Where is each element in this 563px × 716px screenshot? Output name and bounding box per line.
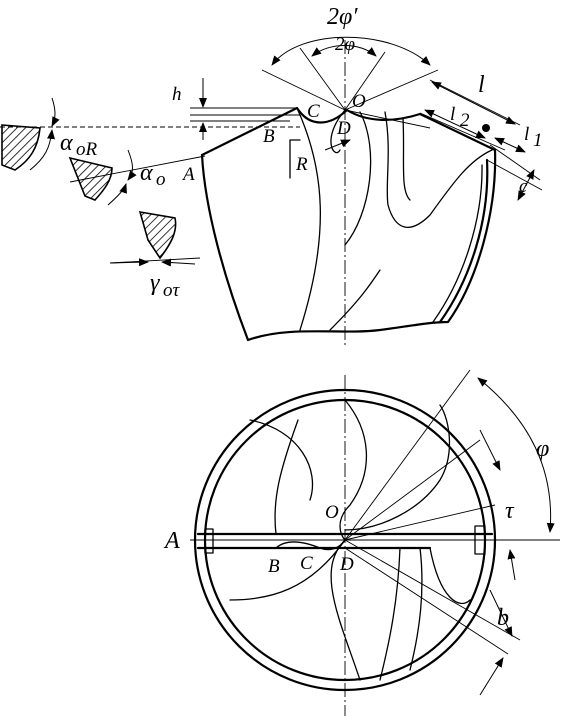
label-phi: φ <box>536 436 549 462</box>
end-flute-8 <box>429 547 471 605</box>
flute-curve-4 <box>402 117 411 201</box>
tau-arrow-2 <box>507 549 516 581</box>
web-notch-left <box>204 528 214 554</box>
label-l2-sub: 2 <box>460 110 470 131</box>
label-alpha-o-sub: o <box>156 169 166 190</box>
label-alpha-oR: α <box>60 130 73 156</box>
label-C-top: C <box>307 101 320 122</box>
label-l2: l <box>450 104 455 125</box>
label-A-bottom: A <box>163 528 180 554</box>
l2-dim <box>424 109 486 139</box>
label-2phi: 2φ <box>335 34 355 55</box>
arc-alpha-o <box>127 149 137 181</box>
c-dim <box>517 169 535 201</box>
label-l1: l <box>524 124 529 145</box>
gamma-arrow-2 <box>161 258 196 267</box>
l-dot <box>482 124 490 132</box>
end-flute-3 <box>249 419 314 501</box>
label-h: h <box>172 84 182 105</box>
label-A-top: A <box>181 164 195 185</box>
label-gamma-sub: oτ <box>163 280 181 301</box>
label-C-bottom: C <box>300 553 313 574</box>
end-flute-2 <box>339 399 367 541</box>
o-line <box>344 439 481 541</box>
label-alpha-o: α <box>140 160 153 186</box>
label-O-bottom: O <box>325 502 339 523</box>
l1-dim <box>494 137 526 153</box>
section-alpha-oR <box>1 124 41 171</box>
arc-alpha-o-2 <box>107 183 127 206</box>
label-b: b <box>497 605 509 631</box>
margin-land-inner <box>432 164 483 323</box>
label-R: R <box>295 154 308 175</box>
arc-alpha-oR <box>51 97 60 127</box>
label-D-top: D <box>336 118 351 139</box>
label-B-bottom: B <box>268 556 280 577</box>
side-view: 2φ′ 2φ h C O B D A R l l 2 l 1 c α oR α … <box>0 4 543 345</box>
tau-arrow-1 <box>479 429 501 471</box>
end-flute-6 <box>379 547 401 681</box>
section-gamma <box>138 210 177 260</box>
margin-land <box>438 158 489 324</box>
b-line-1 <box>344 539 521 641</box>
label-B-top: B <box>263 126 275 147</box>
label-D-bottom: D <box>339 554 354 575</box>
label-2phi-prime: 2φ′ <box>327 4 358 30</box>
label-l1-sub: 1 <box>533 130 543 151</box>
angle-arc-2phi-prime <box>271 36 431 66</box>
chisel-lip <box>330 109 346 154</box>
flute-curve-1 <box>296 107 321 331</box>
label-tau: τ <box>505 498 515 524</box>
b-arrow-1 <box>489 589 513 637</box>
label-O-top: O <box>352 91 366 112</box>
end-chisel <box>275 539 346 551</box>
flute-curve-3 <box>384 111 493 228</box>
label-l: l <box>478 72 485 98</box>
gamma-arrow-1 <box>109 258 149 267</box>
b-line-2 <box>344 547 509 655</box>
label-gamma: γ <box>150 270 160 296</box>
end-view: φ τ b A O B C D <box>163 369 560 716</box>
edge-line-right <box>344 69 439 111</box>
angle-arc-2phi <box>311 45 377 57</box>
end-flute-7 <box>409 547 423 671</box>
end-flute-1 <box>274 419 299 535</box>
label-alpha-oR-sub: oR <box>76 139 98 160</box>
arc-alpha-oR-2 <box>29 129 55 171</box>
R-arrow <box>324 139 351 151</box>
flute-curve-2 <box>344 111 372 246</box>
phi-line <box>344 369 471 541</box>
end-flute-9 <box>229 539 346 601</box>
l-dim <box>431 81 516 125</box>
section-alpha-o <box>68 156 113 201</box>
edge-line-ext <box>344 109 431 129</box>
end-flute-4 <box>344 404 451 531</box>
R-leader <box>289 139 301 179</box>
label-c: c <box>519 176 528 197</box>
tau-line <box>344 504 496 541</box>
phi-arc <box>477 377 555 533</box>
edge-line-left <box>261 69 346 111</box>
flute-curve-5 <box>329 269 381 331</box>
b-arrow-2 <box>479 657 504 696</box>
